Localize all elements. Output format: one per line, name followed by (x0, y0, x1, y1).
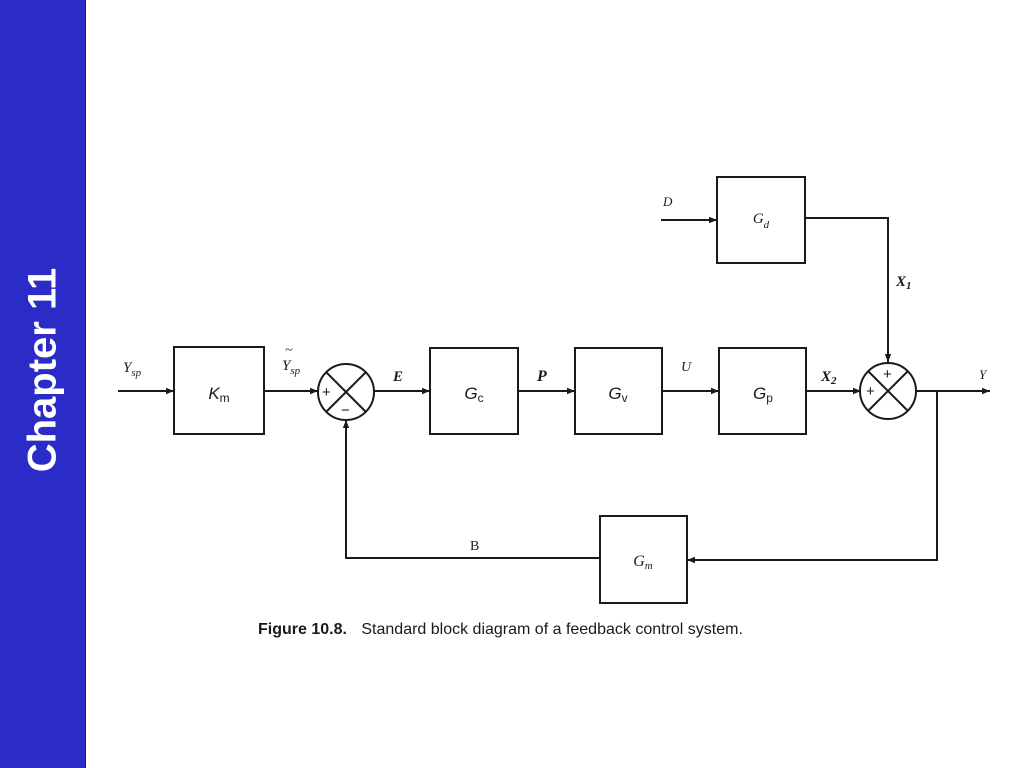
gv-block (574, 347, 663, 435)
sum2-left-plus-sign: + (866, 383, 875, 400)
gd-to-sum2-line (805, 217, 892, 362)
gc-label: Gc (464, 384, 483, 405)
d-label: D (662, 194, 673, 209)
km-block (173, 346, 265, 435)
sum1-minus-sign: − (341, 402, 350, 419)
summing-junction-1 (317, 363, 375, 421)
sum1-plus-sign: + (322, 384, 331, 401)
ysp-tilde-accent: ~ (285, 343, 293, 358)
figure-caption: Figure 10.8. Standard block diagram of a… (258, 621, 743, 638)
ysp-tilde-label: Ysp (282, 358, 301, 377)
gc-block (429, 347, 519, 435)
sum2-top-plus-sign: + (883, 366, 892, 383)
gm-block (599, 515, 688, 604)
caption-text: Standard block diagram of a feedback con… (361, 621, 743, 638)
u-label: U (681, 360, 692, 375)
x2-label: X2 (820, 369, 837, 387)
sidebar: Chapter 11 (0, 0, 86, 768)
gp-label: Gp (753, 384, 773, 405)
km-label: Km (208, 384, 229, 405)
gv-label: Gv (608, 384, 627, 405)
gm-label: Gm (633, 553, 653, 572)
gm-to-sum1-line (342, 420, 600, 559)
gp-block (718, 347, 807, 435)
output-to-gm-line (687, 391, 938, 564)
summing-junction-2 (859, 362, 917, 420)
ysp-label: Ysp (123, 360, 142, 379)
b-label: B (470, 539, 479, 554)
gd-label: Gd (753, 211, 770, 231)
caption-label: Figure 10.8. (258, 621, 347, 638)
x1-label: X1 (895, 274, 912, 292)
gd-block (716, 176, 806, 264)
e-label: E (392, 369, 403, 385)
p-label: P (536, 368, 547, 385)
y-output-label: Y (979, 367, 988, 382)
